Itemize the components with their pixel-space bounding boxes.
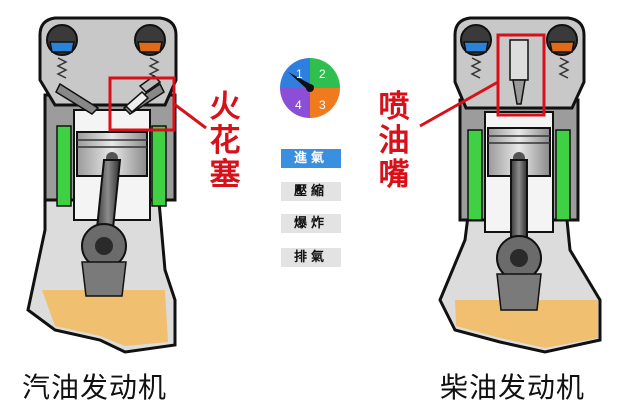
stroke-exhaust: 排氣 [281, 248, 341, 267]
stroke-power: 爆炸 [281, 214, 341, 233]
spark-plug-label: 火花塞 [209, 89, 241, 193]
diesel-engine-caption: 柴油发动机 [440, 371, 586, 404]
gasoline-coolant-right [151, 125, 167, 207]
dial-number-3: 3 [319, 98, 326, 112]
gasoline-oil-sump [42, 290, 168, 346]
gasoline-engine [26, 16, 207, 354]
gasoline-intake-valve [49, 41, 75, 53]
stroke-intake: 進氣 [281, 149, 341, 168]
diesel-intake-valve [463, 41, 489, 53]
diesel-engine [419, 16, 602, 354]
fuel-injector-icon [509, 39, 529, 105]
injector-highlight-box [496, 33, 546, 117]
spark-plug-pointer [173, 102, 207, 130]
dial-number-4: 4 [295, 98, 302, 112]
dial-sector-3 [310, 88, 340, 118]
dial-sector-4 [280, 88, 310, 118]
dial-sector-2 [310, 58, 340, 88]
diesel-coolant-right [555, 129, 571, 221]
injector-pointer [419, 80, 499, 128]
dial-number-2: 2 [319, 67, 326, 81]
cycle-dial: 1 2 3 4 [280, 58, 340, 118]
diesel-coolant-left [467, 129, 483, 221]
stroke-compression: 壓縮 [281, 182, 341, 201]
diesel-oil-sump [455, 300, 598, 348]
diesel-exhaust-valve [549, 41, 575, 53]
gasoline-coolant-left [56, 125, 72, 207]
fuel-injector-label: 喷油嘴 [378, 89, 410, 193]
gasoline-engine-caption: 汽油发动机 [22, 371, 168, 404]
gasoline-exhaust-valve [137, 41, 163, 53]
dial-number-1: 1 [296, 67, 303, 81]
